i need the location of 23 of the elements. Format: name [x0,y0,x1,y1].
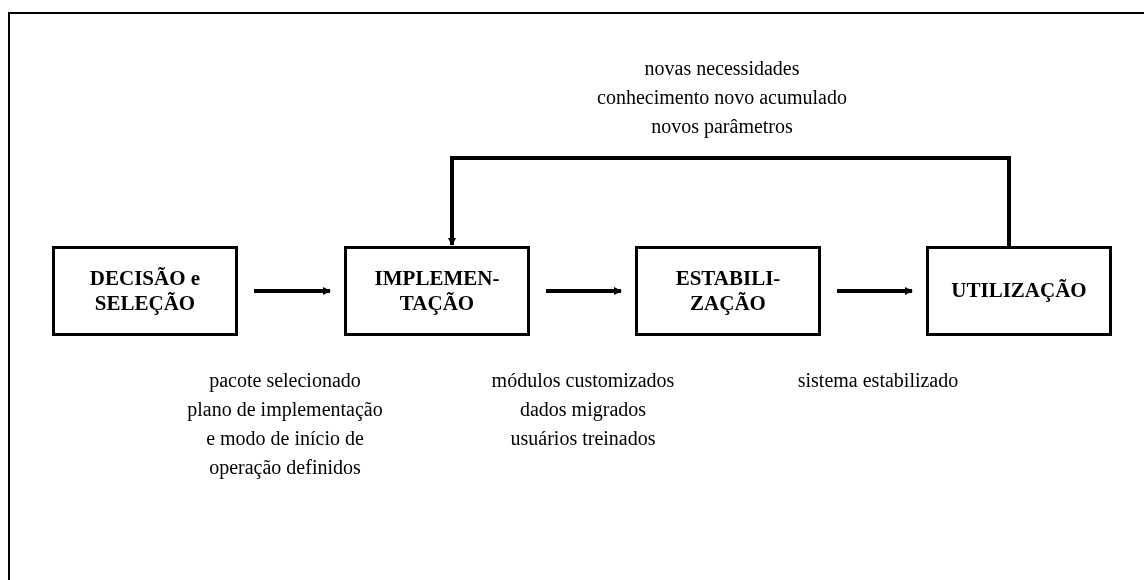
process-box [926,246,1112,336]
annotation-text: dados migrados [519,399,647,419]
annotation-text: conhecimento novo acumulado [597,87,847,107]
process-box [344,246,530,336]
box-label: DECISÃO e SELEÇÃO [88,265,202,317]
box-label: IMPLEMEN- TAÇÃO [373,265,501,317]
annotation-text: operação definidos [209,457,361,477]
annotation-text: módulos customizados [491,370,675,390]
arrow [546,287,622,295]
process-box [635,246,821,336]
arrow [254,287,331,295]
annotation-text: usuários treinados [510,428,656,448]
annotation-text: novas necessidades [644,58,800,78]
arrow [837,287,913,295]
box-label: ESTABILI- ZAÇÃO [674,265,782,317]
annotation-text: sistema estabilizado [797,370,959,390]
annotation-text: novos parâmetros [651,116,793,136]
annotation-text: pacote selecionado [209,370,361,390]
box-label: UTILIZAÇÃO [951,278,1087,304]
annotation-text: e modo de início de [206,428,364,448]
feedback-arrow [448,156,1011,246]
process-box [52,246,238,336]
annotation-text: plano de implementação [187,399,383,419]
